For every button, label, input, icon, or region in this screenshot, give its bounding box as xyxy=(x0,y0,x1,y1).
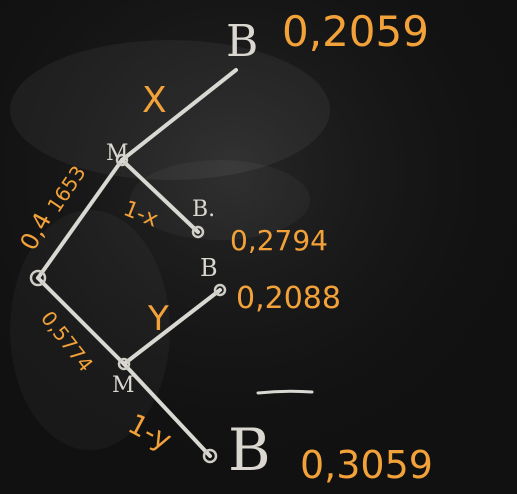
lower-m-node xyxy=(117,357,131,371)
upper-m-node xyxy=(115,153,129,167)
upper-m-label: M xyxy=(106,141,129,166)
edge-label-x: X xyxy=(142,80,167,121)
leaf-node-b-lower xyxy=(213,283,227,297)
leaf-value-b-complement: 0,2794 xyxy=(230,224,328,257)
edge-label-y: Y xyxy=(147,299,169,339)
branch-lower-m-to-b xyxy=(122,288,222,366)
branch-root-to-lower-m xyxy=(36,276,126,366)
leaf-value-b-top: 0,2059 xyxy=(282,7,429,56)
root-node xyxy=(29,269,47,287)
leaf-b-top-label: B xyxy=(226,16,258,67)
leaf-b-lower-label: B xyxy=(200,254,218,282)
leaf-value-b-complement-lower: 0,3059 xyxy=(300,443,433,487)
overline-bar xyxy=(256,389,314,395)
branch-lower-m-to-b-complement xyxy=(122,362,212,458)
chalk-smudge xyxy=(130,160,310,240)
leaf-b-complement-label: B. xyxy=(192,197,215,222)
lower-m-label: M xyxy=(112,373,135,398)
branch-upper-m-to-b xyxy=(120,68,238,162)
leaf-node-b-complement-lower xyxy=(202,448,218,464)
leaf-node-b-complement xyxy=(191,225,205,239)
chalk-smudge xyxy=(10,40,330,180)
branch-root-to-upper-m xyxy=(36,158,124,280)
leaf-value-b-lower: 0,2088 xyxy=(236,281,341,316)
branch-upper-m-to-b-complement xyxy=(120,158,200,234)
leaf-b-complement-lower-label: B xyxy=(228,416,271,484)
